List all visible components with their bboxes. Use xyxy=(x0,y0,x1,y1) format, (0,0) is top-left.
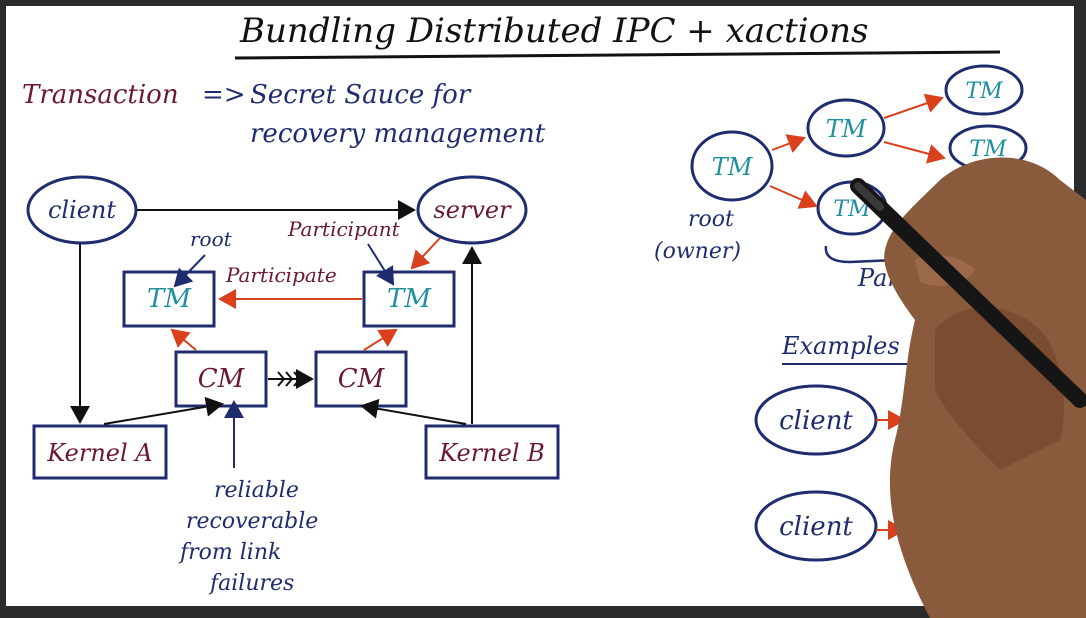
tree-leaf-tm-top-label: TM xyxy=(965,79,1003,104)
kernel-b-label: Kernel B xyxy=(438,439,545,467)
tree-owner-label: (owner) xyxy=(654,239,741,264)
kernel-a-to-cm xyxy=(103,396,224,425)
note-arrow: => xyxy=(202,80,246,110)
tree-root-label: root xyxy=(688,207,734,232)
tree-edge-root-midbottom xyxy=(769,185,818,209)
kernel-a-label: Kernel A xyxy=(46,439,152,467)
root-label-left: root xyxy=(190,227,233,251)
link-note-line-4: failures xyxy=(208,571,294,596)
cm-right-label: CM xyxy=(338,364,386,394)
tree-mid-tm-top xyxy=(806,98,886,158)
tree-leaf-tm-top xyxy=(944,64,1024,116)
tree-root-tm-label: TM xyxy=(712,153,754,181)
title-underline xyxy=(234,50,1001,60)
cm-left-label: CM xyxy=(198,364,246,394)
tm-box-left xyxy=(122,270,216,328)
tm-left-label: TM xyxy=(147,284,192,314)
tree-edge-midtop-leaftop xyxy=(883,93,944,119)
note-term: Transaction xyxy=(22,80,179,110)
page-title: Bundling Distributed IPC + xactions xyxy=(239,11,868,51)
note-line2: recovery management xyxy=(250,119,546,149)
server-label: server xyxy=(433,196,512,224)
example2-client-label: client xyxy=(779,512,853,542)
link-note-line-2: recoverable xyxy=(186,509,318,534)
link-note-line-3: from link xyxy=(178,540,281,565)
kernel-b-to-cm xyxy=(360,398,467,425)
server-to-tm-arrow xyxy=(410,237,441,270)
participant-pointer xyxy=(367,243,395,286)
link-note-line-1: reliable xyxy=(214,478,299,503)
client-node xyxy=(26,175,138,245)
cm-link-ticks xyxy=(277,371,302,387)
tm-right-label: TM xyxy=(387,284,432,314)
presenter-hand-image xyxy=(850,157,1086,618)
tree-mid-tm-top-label: TM xyxy=(826,115,868,143)
tree-root-tm xyxy=(690,130,774,202)
tree-edge-midtop-leafbottom xyxy=(883,141,946,164)
root-pointer xyxy=(173,254,206,288)
participate-label: Participate xyxy=(225,263,337,287)
cm-to-tm-right xyxy=(363,328,398,351)
kernel-a-box xyxy=(32,424,168,480)
client-label: client xyxy=(48,196,116,224)
cm-to-tm-left xyxy=(170,328,197,351)
kernel-b-box xyxy=(424,424,560,480)
tree-edge-root-midtop xyxy=(771,134,806,153)
example1-client-label: client xyxy=(779,406,853,436)
examples-heading: Examples xyxy=(781,332,900,360)
server-node xyxy=(416,175,528,245)
participant-label-left: Participant xyxy=(287,217,401,241)
note-line1: Secret Sauce for xyxy=(250,80,472,110)
example2-client xyxy=(754,490,878,562)
tm-box-right xyxy=(362,270,456,328)
